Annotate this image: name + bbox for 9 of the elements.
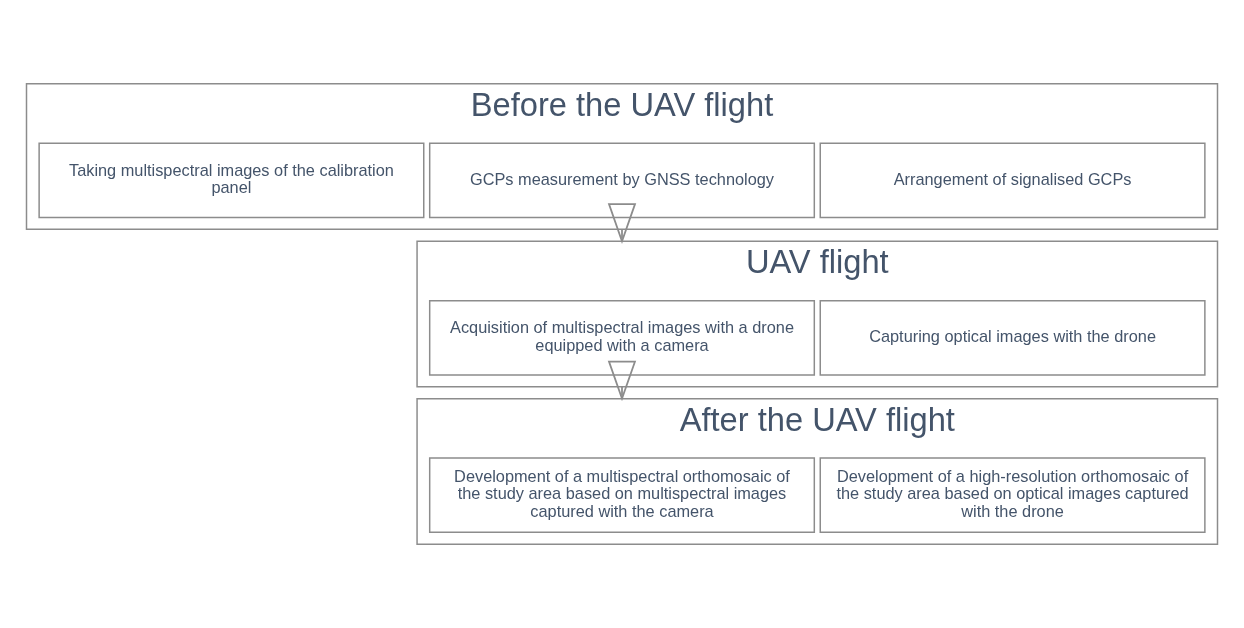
node-box: Arrangement of signalised GCPs	[819, 142, 1206, 219]
node-box: Development of a multispectral orthomosaic of the study area based on multispectral images captured with the camera	[428, 457, 816, 534]
node-box: GCPs measurement by GNSS technology	[428, 142, 816, 219]
arrow	[607, 360, 637, 402]
node-box: Development of a high-resolution orthomosaic of the study area based on optical images captured with the drone	[819, 457, 1206, 534]
node-box: Capturing optical images with the drone	[819, 299, 1206, 376]
node-box: Taking multispectral images of the calibration panel	[38, 142, 425, 219]
arrow	[607, 203, 637, 244]
node-box: Acquisition of multispectral images with a drone equipped with a camera	[428, 299, 816, 376]
